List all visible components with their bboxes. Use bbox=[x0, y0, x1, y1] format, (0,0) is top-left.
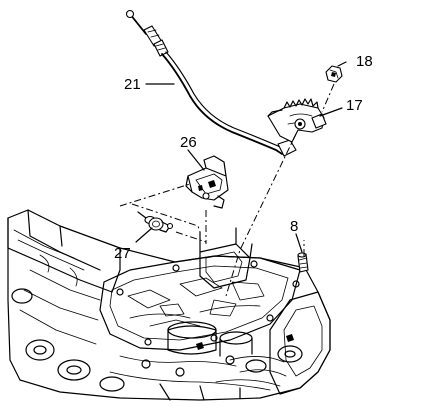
callout-8: 8 bbox=[290, 218, 298, 235]
bracket-26 bbox=[185, 155, 229, 209]
leader-17 bbox=[319, 107, 343, 117]
callout-27: 27 bbox=[114, 245, 131, 262]
callout-26: 26 bbox=[180, 134, 197, 151]
shift-cable-21 bbox=[125, 9, 297, 157]
leader-27 bbox=[135, 227, 153, 243]
stud-27 bbox=[137, 211, 174, 233]
leader-lines bbox=[135, 61, 347, 253]
lever-17 bbox=[267, 98, 327, 143]
leader-18 bbox=[337, 61, 347, 67]
callout-17: 17 bbox=[346, 97, 363, 114]
assembly-lines bbox=[119, 83, 335, 297]
callout-labels: 18 21 17 26 8 27 bbox=[114, 53, 373, 262]
transmission-case bbox=[7, 209, 331, 401]
leader-26 bbox=[187, 149, 205, 171]
callout-18: 18 bbox=[356, 53, 373, 70]
leader-8 bbox=[295, 233, 303, 253]
dowel-pin-8 bbox=[297, 252, 309, 273]
callout-21: 21 bbox=[124, 76, 141, 93]
nut-18 bbox=[325, 65, 343, 83]
